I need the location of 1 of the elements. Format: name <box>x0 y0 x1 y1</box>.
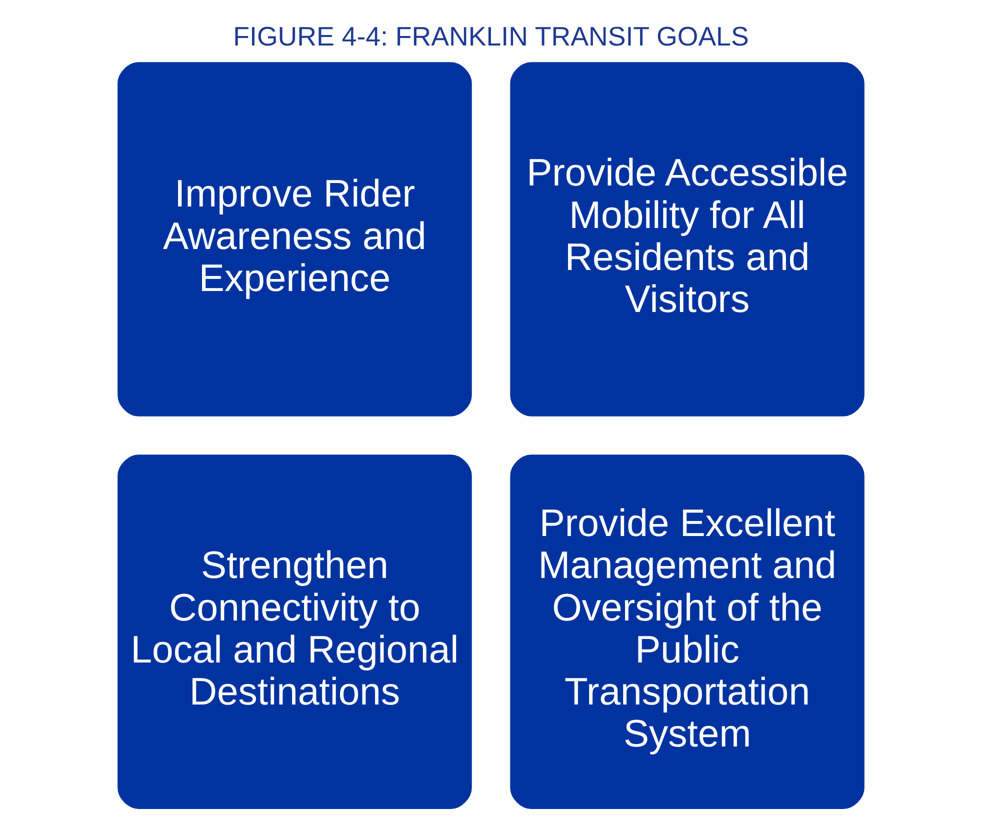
diagram-title: FIGURE 4-4: FRANKLIN TRANSIT GOALS <box>232 21 748 52</box>
